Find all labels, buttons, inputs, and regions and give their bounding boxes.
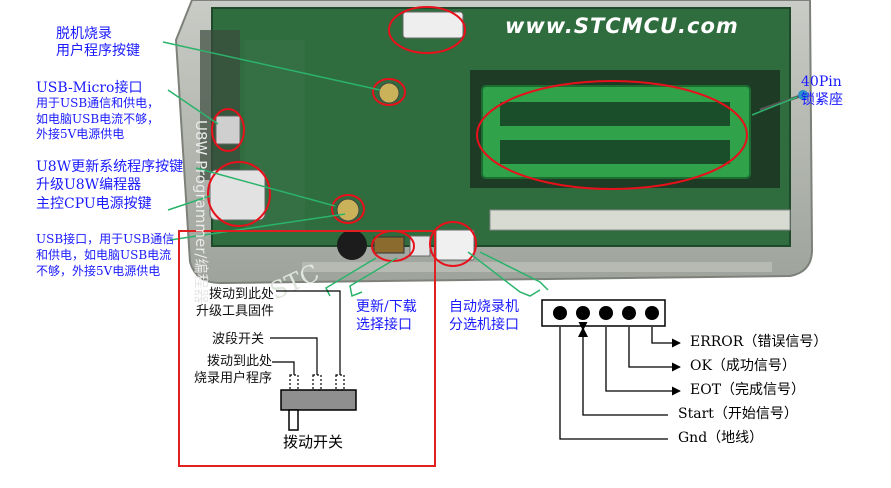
signal-ok: OK（成功信号） xyxy=(690,358,796,375)
label-select-port: 更新/下载 选择接口 xyxy=(356,298,417,334)
label-band-switch: 波段开关 xyxy=(212,332,264,348)
signal-gnd: Gnd（地线） xyxy=(678,430,763,447)
label-update-button: U8W更新系统程序按键 升级U8W编程器 主控CPU电源按键 xyxy=(36,158,183,213)
signal-start: Start（开始信号） xyxy=(678,406,798,423)
auto-interface-connector xyxy=(542,300,680,439)
signal-error: ERROR（错误信号） xyxy=(690,334,827,351)
brand-text: www.STCMCU.com xyxy=(505,14,739,40)
slide-switch-schematic xyxy=(270,291,356,430)
programmer-photo xyxy=(176,0,812,283)
zif-socket xyxy=(482,86,750,178)
label-auto-port: 自动烧录机 分选机接口 xyxy=(449,298,519,334)
label-pos-firmware: 拨动到此处 升级工具固件 xyxy=(182,287,274,321)
signal-eot: EOT（完成信号） xyxy=(690,382,805,399)
label-switch-caption: 拨动开关 xyxy=(283,433,343,451)
label-pos-user: 拨动到此处 烧录用户程序 xyxy=(180,354,272,388)
label-usb-micro: USB-Micro接口 xyxy=(36,80,142,97)
label-offline-button: 脱机烧录 用户程序按键 xyxy=(56,26,140,60)
label-40pin-socket: 40Pin 锁紧座 xyxy=(801,74,843,109)
label-usb-port: USB接口，用于USB通信 和供电，如电脑USB电流 不够，外接5V电源供电 xyxy=(36,232,174,279)
label-usb-micro-desc: 用于USB通信和供电， 如电脑USB电流不够， 外接5V电源供电 xyxy=(36,96,159,143)
board-text: U8W Programmer/编程器 xyxy=(192,120,210,303)
